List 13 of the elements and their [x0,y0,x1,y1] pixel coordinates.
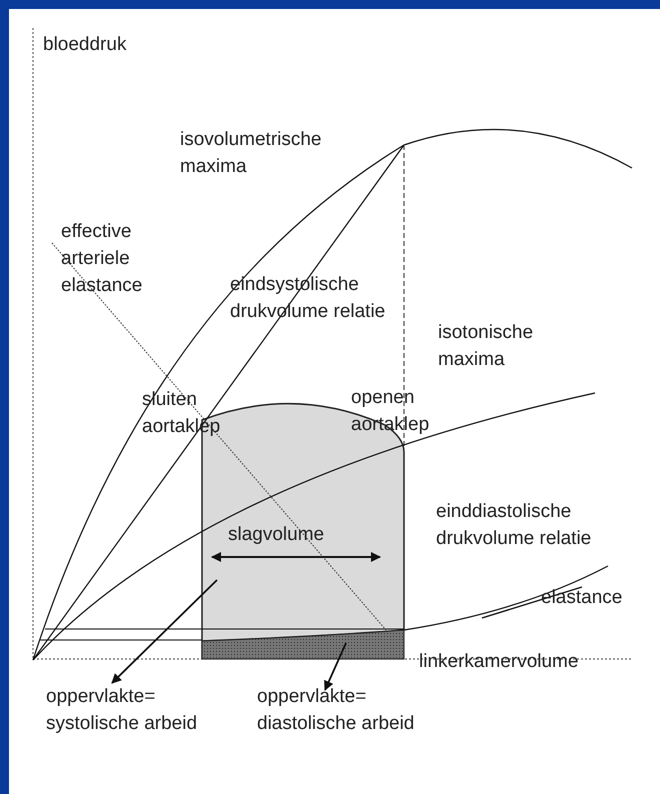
axis-label: bloeddruk [43,33,128,57]
curve-label: effective arteriele elastance [61,220,144,298]
curve-label: elastance [541,586,624,610]
dimension-label: slagvolume [228,523,326,547]
curve-label: isovolumetrische maxima [180,128,322,179]
curve-label: einddiastolische drukvolume relatie [436,500,592,551]
annotation-text: oppervlakte= systolische arbeid [46,683,216,737]
axis-label: linkerkamervolume [419,650,580,674]
arrow [111,579,218,684]
arrow [324,642,347,691]
curve-label: isotonische maxima [438,321,534,372]
annotation-text: oppervlakte= diastolische arbeid [257,683,427,737]
hatched-work-area [202,630,404,660]
